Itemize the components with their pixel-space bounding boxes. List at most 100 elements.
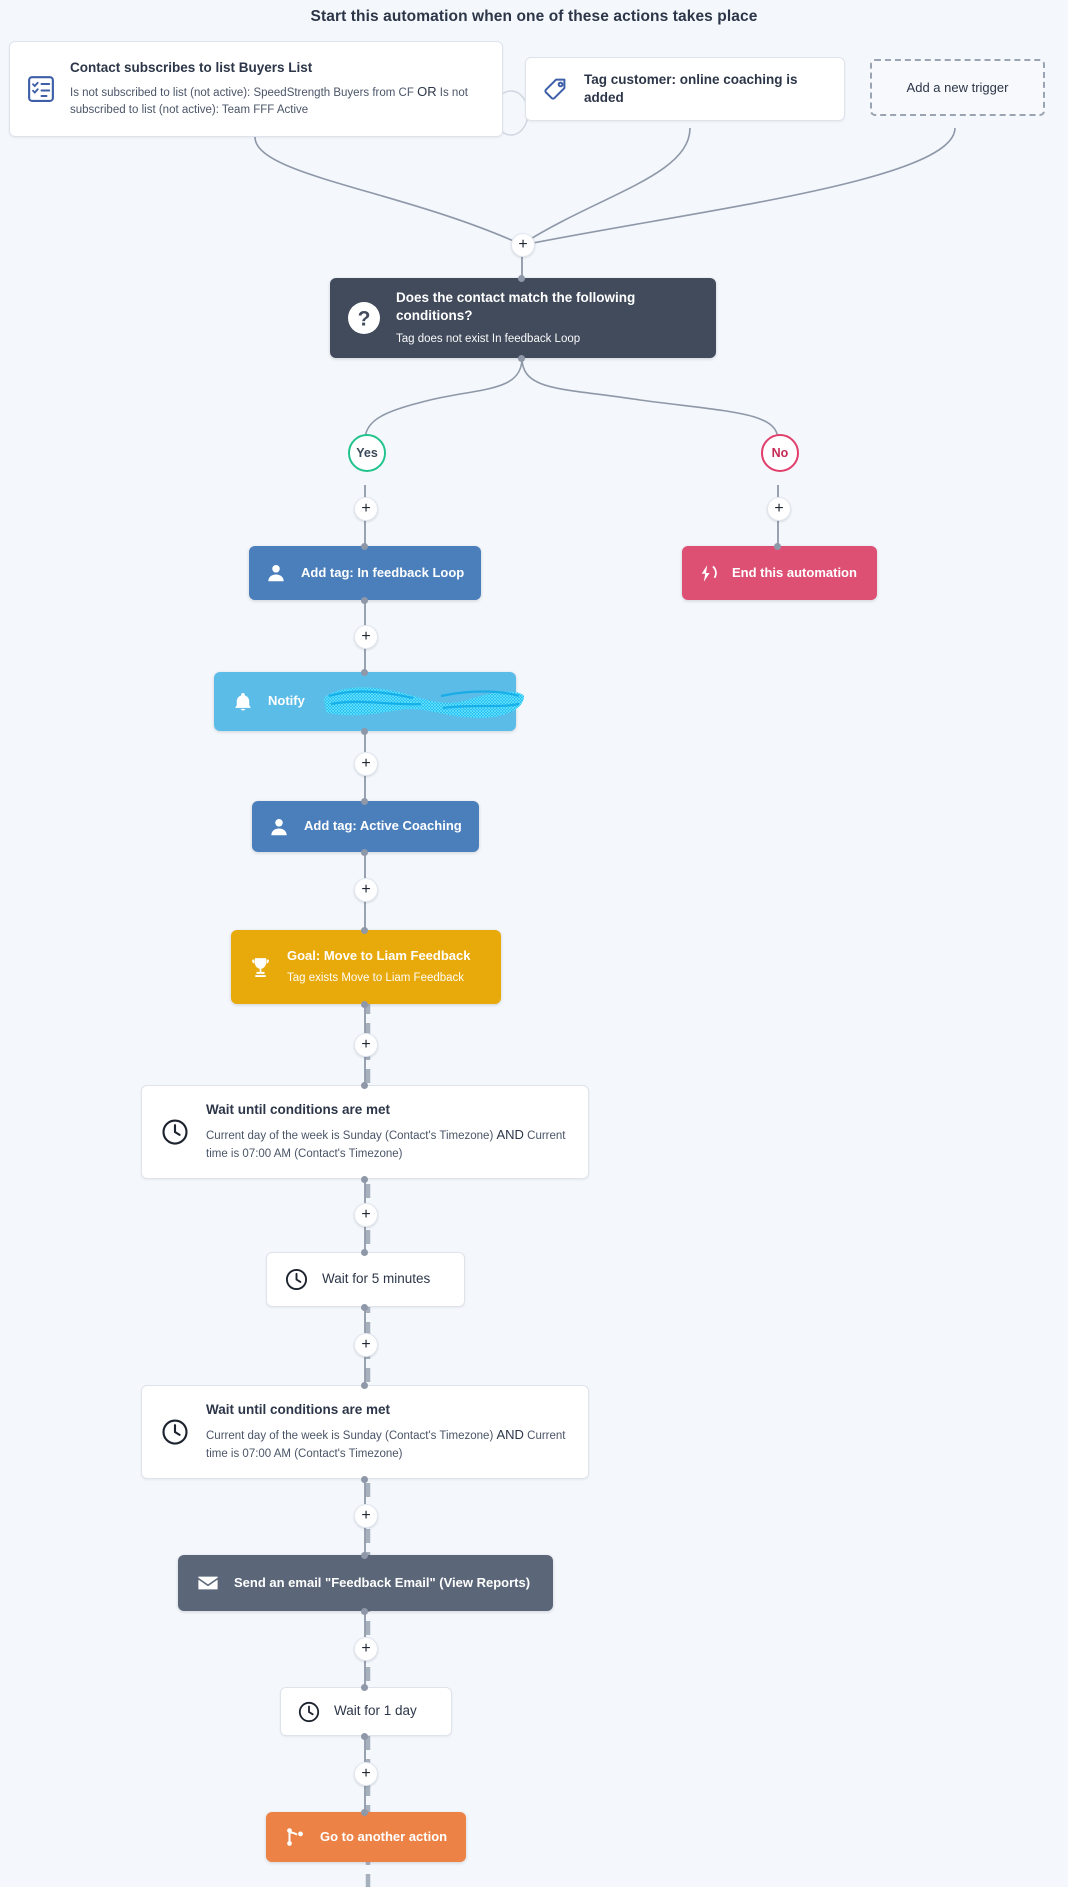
- connector-dot: [361, 1684, 368, 1691]
- clock-icon: [281, 1265, 311, 1295]
- step-end-this-automation[interactable]: End this automation: [682, 546, 877, 600]
- add-step-button-merge[interactable]: [511, 233, 535, 257]
- connector-dot: [361, 798, 368, 805]
- trigger-title: Contact subscribes to list Buyers List: [70, 59, 313, 75]
- branch-yes-text: Yes: [356, 446, 378, 460]
- step-title: Wait until conditions are met: [206, 1102, 391, 1118]
- goto-branch-icon: [282, 1824, 308, 1850]
- connector-dot: [361, 1608, 368, 1615]
- add-step-button-after-goal[interactable]: [354, 1033, 378, 1057]
- end-flow-icon: [696, 561, 720, 585]
- goal-text-group: Goal: Move to Liam Feedback Tag exists M…: [275, 948, 471, 987]
- step-title: Send an email "Feedback Email" (View Rep…: [234, 1574, 531, 1590]
- connector-dot: [361, 597, 368, 604]
- branch-label-yes[interactable]: Yes: [348, 434, 386, 472]
- add-step-button-after-wait-5min[interactable]: [354, 1333, 378, 1357]
- add-step-button-after-notify[interactable]: [354, 752, 378, 776]
- add-step-button-after-add-tag[interactable]: [354, 625, 378, 649]
- trigger-condition-part-2: Is not subscribed to list (not active): …: [70, 86, 468, 117]
- page-title: Start this automation when one of these …: [310, 8, 758, 25]
- wait-condition-part-1: Current day of the week is Sunday (Conta…: [206, 1430, 494, 1443]
- connector-dot: [361, 543, 368, 550]
- contact-icon: [266, 814, 292, 840]
- connector-dot: [518, 355, 525, 362]
- question-mark-icon: ?: [344, 298, 384, 338]
- step-add-tag-in-feedback-loop[interactable]: Add tag: In feedback Loop: [249, 546, 481, 600]
- step-wait-for-5-minutes[interactable]: Wait for 5 minutes: [266, 1252, 465, 1307]
- add-new-trigger-button[interactable]: Add a new trigger: [870, 59, 1045, 116]
- wait-operator: AND: [496, 1127, 524, 1143]
- redaction-scribble: [321, 678, 527, 724]
- connector-dot: [361, 1382, 368, 1389]
- trigger-conditions: Is not subscribed to list (not active): …: [70, 82, 488, 120]
- connector-dot: [361, 1304, 368, 1311]
- add-step-button-after-wait-2[interactable]: [354, 1504, 378, 1528]
- condition-title: Does the contact match the following con…: [396, 290, 636, 323]
- step-conditions: Current day of the week is Sunday (Conta…: [206, 1425, 572, 1463]
- trigger-title: Tag customer: online coaching is added: [584, 71, 798, 105]
- clock-icon: [295, 1698, 323, 1726]
- wait-text-group: Wait until conditions are met Current da…: [194, 1101, 572, 1163]
- wait-condition-part-2: Current time is 07:00 AM (Contact's Time…: [206, 1130, 566, 1160]
- connector-dot: [361, 1552, 368, 1559]
- condition-node[interactable]: ? Does the contact match the following c…: [330, 278, 716, 358]
- step-send-an-email[interactable]: Send an email "Feedback Email" (View Rep…: [178, 1555, 553, 1611]
- connector-dot: [774, 543, 781, 550]
- connector-dot: [361, 1476, 368, 1483]
- step-title: Wait for 1 day: [334, 1703, 417, 1719]
- step-title: Notify: [268, 693, 305, 709]
- step-title: Wait until conditions are met: [206, 1402, 391, 1418]
- connector-dot: [518, 275, 525, 282]
- connector-dot: [361, 1249, 368, 1256]
- connector-dot: [361, 1809, 368, 1816]
- step-wait-until-conditions-1[interactable]: Wait until conditions are met Current da…: [141, 1085, 589, 1179]
- add-step-button-after-wait-1[interactable]: [354, 1203, 378, 1227]
- trigger-text-group: Contact subscribes to list Buyers List I…: [60, 59, 488, 120]
- step-title: Add tag: In feedback Loop: [301, 564, 465, 580]
- branch-label-no[interactable]: No: [761, 434, 799, 472]
- branch-no-text: No: [771, 446, 789, 460]
- step-notify[interactable]: Notify: [214, 672, 524, 731]
- condition-subtitle: Tag does not exist In feedback Loop: [396, 332, 581, 345]
- add-step-button-yes[interactable]: [354, 497, 378, 521]
- step-subtitle: Tag exists Move to Liam Feedback: [287, 972, 465, 985]
- connector-dot: [361, 849, 368, 856]
- trigger-card-tag-added[interactable]: Tag customer: online coaching is added: [525, 57, 845, 121]
- wait-text-group: Wait until conditions are met Current da…: [194, 1401, 572, 1463]
- condition-text-group: Does the contact match the following con…: [384, 289, 700, 346]
- step-title: Goal: Move to Liam Feedback: [287, 947, 471, 963]
- step-wait-until-conditions-2[interactable]: Wait until conditions are met Current da…: [141, 1385, 589, 1479]
- trigger-condition-part-1: Is not subscribed to list (not active): …: [70, 86, 414, 99]
- step-add-tag-active-coaching[interactable]: Add tag: Active Coaching: [252, 801, 479, 852]
- step-conditions: Current day of the week is Sunday (Conta…: [206, 1125, 572, 1163]
- tag-icon: [538, 71, 574, 107]
- connector-dot: [361, 1001, 368, 1008]
- wait-condition-part-1: Current day of the week is Sunday (Conta…: [206, 1130, 494, 1143]
- add-step-button-no[interactable]: [767, 497, 791, 521]
- bell-icon: [230, 689, 256, 715]
- step-title: Add tag: Active Coaching: [304, 818, 462, 834]
- trigger-card-list-subscribe[interactable]: Contact subscribes to list Buyers List I…: [9, 41, 503, 137]
- wait-condition-part-2: Current time is 07:00 AM (Contact's Time…: [206, 1430, 566, 1460]
- step-go-to-another-action[interactable]: Go to another action: [266, 1812, 466, 1862]
- svg-text:?: ?: [358, 308, 371, 331]
- clock-icon: [156, 1113, 194, 1151]
- connector-dot: [361, 669, 368, 676]
- trigger-operator: OR: [417, 83, 437, 99]
- connector-dot: [361, 1733, 368, 1740]
- step-title: End this automation: [732, 564, 857, 580]
- connector-dot: [361, 728, 368, 735]
- step-title: Go to another action: [320, 1828, 448, 1844]
- connector-dot: [361, 927, 368, 934]
- wait-operator: AND: [496, 1427, 524, 1443]
- list-checklist-icon: [22, 70, 60, 108]
- contact-icon: [263, 560, 289, 586]
- add-step-button-after-email[interactable]: [354, 1637, 378, 1661]
- step-goal-move-to-liam-feedback[interactable]: Goal: Move to Liam Feedback Tag exists M…: [231, 930, 501, 1004]
- step-wait-for-1-day[interactable]: Wait for 1 day: [280, 1687, 452, 1736]
- add-new-trigger-label: Add a new trigger: [906, 80, 1009, 95]
- add-step-button-after-wait-1day[interactable]: [354, 1762, 378, 1786]
- connector-dot: [361, 1176, 368, 1183]
- add-step-button-after-coaching[interactable]: [354, 878, 378, 902]
